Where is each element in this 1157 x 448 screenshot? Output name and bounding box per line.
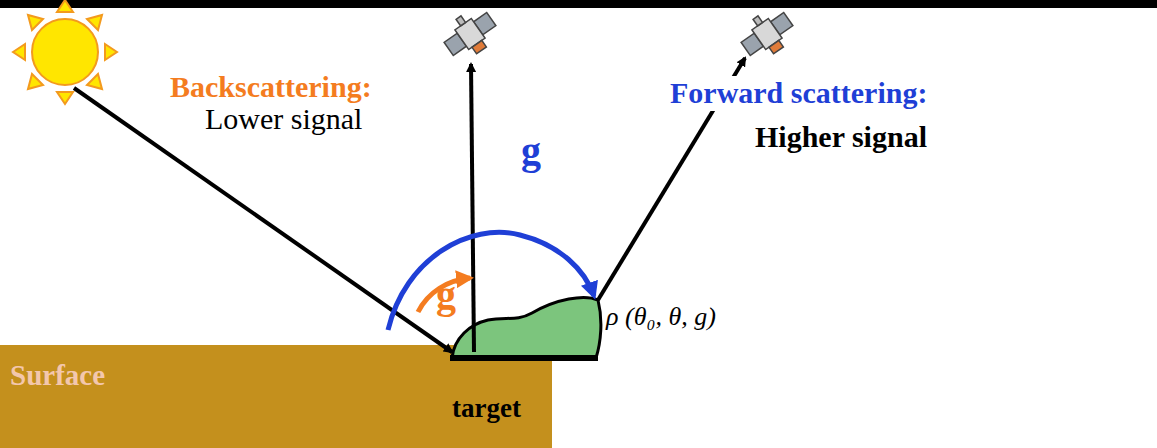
angle-symbol: g: [436, 272, 456, 318]
heading-label: Backscattering:: [170, 70, 372, 105]
target-base: [450, 355, 598, 361]
angle-arc: [388, 232, 594, 330]
heading-label: Forward scattering:: [668, 76, 929, 111]
satellite-icon: [437, 3, 503, 66]
note-label: Lower signal: [205, 102, 362, 137]
satellite-icon: [734, 3, 800, 66]
backscatter-ray: [471, 64, 474, 352]
formula-label: ρ (θ₀, θ, g): [606, 302, 716, 332]
angle-symbol: g: [521, 128, 541, 174]
region-label: Surface: [10, 359, 105, 392]
sun-icon: [13, 0, 117, 104]
top-bar: [0, 0, 1157, 8]
target-label: target: [452, 393, 521, 424]
note-label: Higher signal: [755, 120, 927, 155]
